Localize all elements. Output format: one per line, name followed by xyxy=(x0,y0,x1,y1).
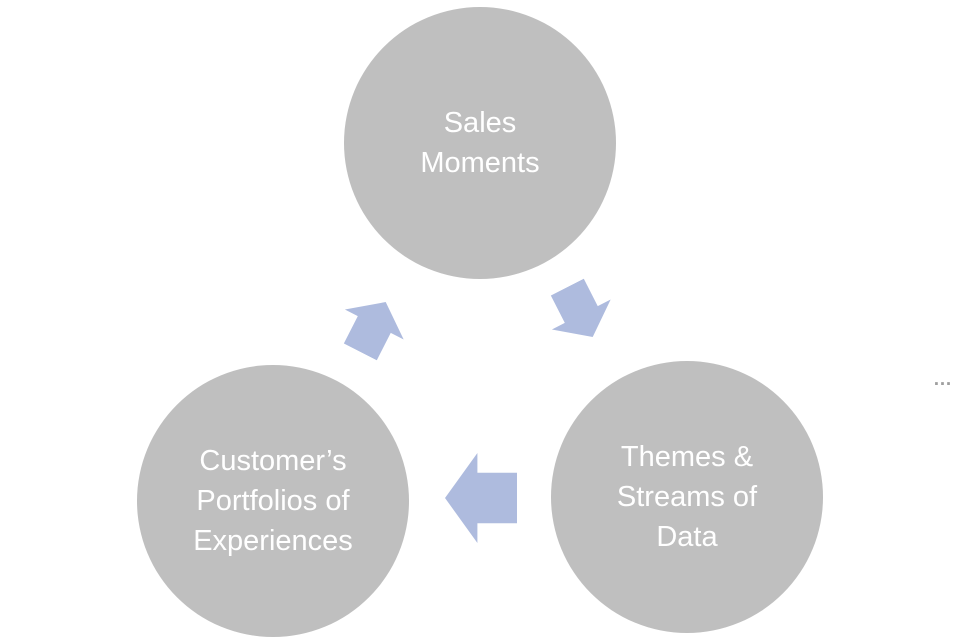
node-themes-streams-data-label: Themes & Streams of Data xyxy=(616,440,758,553)
node-customers-portfolios-label: Customer’s Portfolios of Experiences xyxy=(193,444,353,557)
node-sales-moments: Sales Moments xyxy=(344,7,616,279)
arrow-polygon xyxy=(343,302,404,361)
node-themes-streams-data: Themes & Streams of Data xyxy=(551,361,823,633)
node-sales-moments-label: Sales Moments xyxy=(420,106,540,179)
node-customers-portfolios: Customer’s Portfolios of Experiences xyxy=(137,365,409,637)
cycle-arrow-down-right-icon xyxy=(538,272,622,352)
cycle-arrow-left-icon xyxy=(445,453,517,543)
arrow-polygon xyxy=(550,278,611,337)
overflow-ellipsis: … xyxy=(933,369,953,390)
arrow-polygon xyxy=(445,453,517,543)
cycle-arrow-up-right-icon xyxy=(331,287,415,367)
